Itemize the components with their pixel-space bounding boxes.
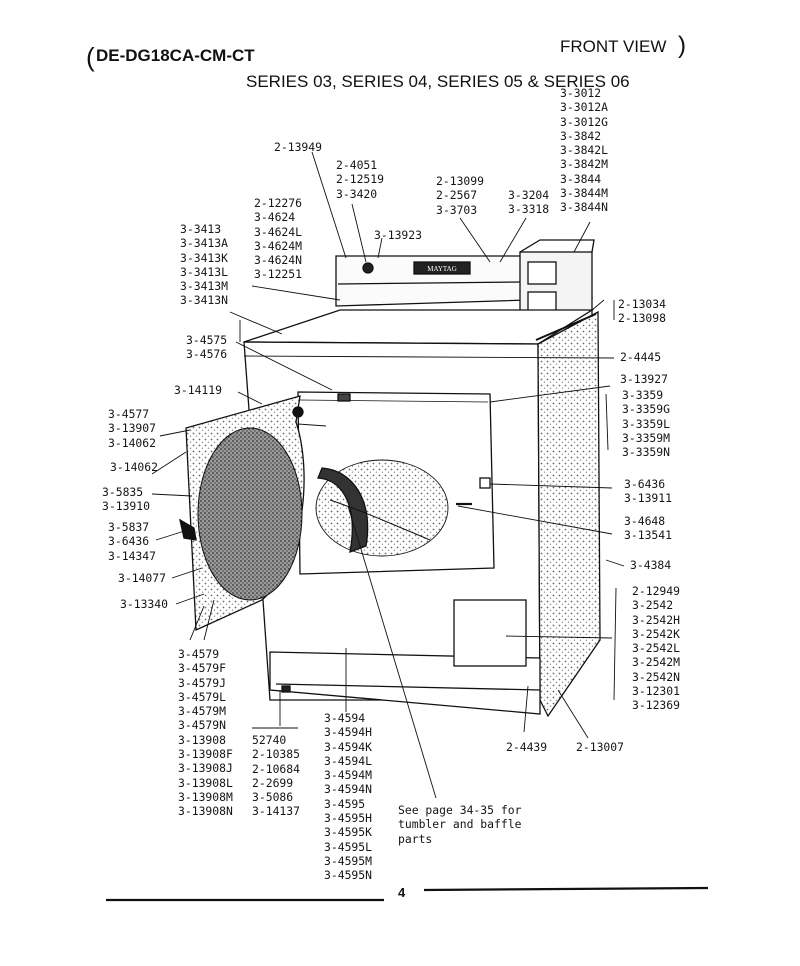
callout-panel-screw: 2-13949 bbox=[274, 140, 323, 154]
timer-window bbox=[527, 261, 557, 285]
callout-base-left: 2-4439 bbox=[506, 740, 548, 754]
brand-plate bbox=[413, 261, 471, 275]
callout-timer: 3-3204 3-3318 bbox=[508, 188, 550, 217]
callout-lint-guide: 3-4648 3-13541 bbox=[624, 514, 673, 543]
callout-door-hinge: 3-14119 bbox=[174, 383, 223, 397]
door-switch bbox=[479, 477, 491, 489]
brand-plate-text: MAYTAG bbox=[427, 265, 457, 273]
callout-top-cover: 3-3413 3-3413A 3-3413K 3-3413L 3-3413M 3… bbox=[180, 222, 229, 308]
model-number: DE-DG18CA-CM-CT bbox=[96, 46, 255, 65]
access-panel bbox=[453, 599, 527, 667]
callout-top-rail: 2-4445 bbox=[620, 350, 662, 364]
control-knob bbox=[362, 262, 374, 274]
callout-side-mark: 3-4384 bbox=[630, 558, 672, 572]
view-title: FRONT VIEW bbox=[560, 37, 667, 56]
callout-leveling-leg: 52740 2-10385 2-10684 2-2699 3-5086 3-14… bbox=[252, 733, 301, 819]
cabinet-base bbox=[269, 651, 541, 715]
series-subtitle: SERIES 03, SERIES 04, SERIES 05 & SERIES… bbox=[246, 72, 630, 91]
callout-door-handle: 3-5837 3-6436 3-14347 bbox=[108, 520, 157, 563]
leveling-foot bbox=[281, 685, 291, 693]
callout-side-screws: 2-13034 2-13098 bbox=[618, 297, 667, 326]
right-bracket: ) bbox=[678, 32, 686, 59]
left-bracket: ( bbox=[86, 42, 95, 72]
callout-control-panel-right: 3-3012 3-3012A 3-3012G 3-3842 3-3842L 3-… bbox=[560, 86, 609, 215]
callout-door-switch: 3-6436 3-13911 bbox=[624, 477, 673, 506]
footer-rule bbox=[106, 886, 709, 902]
page-number: 4 bbox=[398, 885, 406, 900]
callout-door-panel: 3-4577 3-13907 3-14062 bbox=[108, 407, 157, 450]
callout-control-knob: 2-4051 2-12519 3-3420 bbox=[336, 158, 385, 201]
door-catch bbox=[337, 393, 351, 402]
cabinet-side bbox=[537, 310, 601, 718]
callout-door-seal: 3-13927 bbox=[620, 372, 669, 386]
callout-cabinet: 3-3359 3-3359G 3-3359L 3-3359M 3-3359N bbox=[622, 388, 671, 460]
callout-panel-center: 3-13923 bbox=[374, 228, 423, 242]
callout-door-glass: 3-14077 bbox=[118, 571, 167, 585]
callout-panel-switch: 2-13099 2-2567 3-3703 bbox=[436, 174, 485, 217]
door-hinge-knob bbox=[292, 406, 304, 418]
callout-door-strike: 3-5835 3-13910 bbox=[102, 485, 151, 514]
callout-door-screw: 3-14062 bbox=[110, 460, 159, 474]
leader-lines bbox=[151, 151, 625, 799]
tumbler-baffle-note: See page 34-35 for tumbler and baffle pa… bbox=[398, 803, 522, 846]
door-window bbox=[197, 427, 303, 601]
callout-door-gasket: 3-13340 bbox=[120, 597, 169, 611]
callout-kick-panel: 3-4594 3-4594H 3-4594K 3-4594L 3-4594M 3… bbox=[324, 711, 373, 883]
callout-door-catch: 3-4575 3-4576 bbox=[186, 333, 228, 362]
callout-access-panel: 2-12949 3-2542 3-2542H 3-2542K 3-2542L 3… bbox=[632, 584, 681, 713]
callout-base-right: 2-13007 bbox=[576, 740, 625, 754]
callout-console: 2-12276 3-4624 3-4624L 3-4624M 3-4624N 3… bbox=[254, 196, 303, 282]
callout-door-assembly: 3-4579 3-4579F 3-4579J 3-4579L 3-4579M 3… bbox=[178, 647, 233, 819]
